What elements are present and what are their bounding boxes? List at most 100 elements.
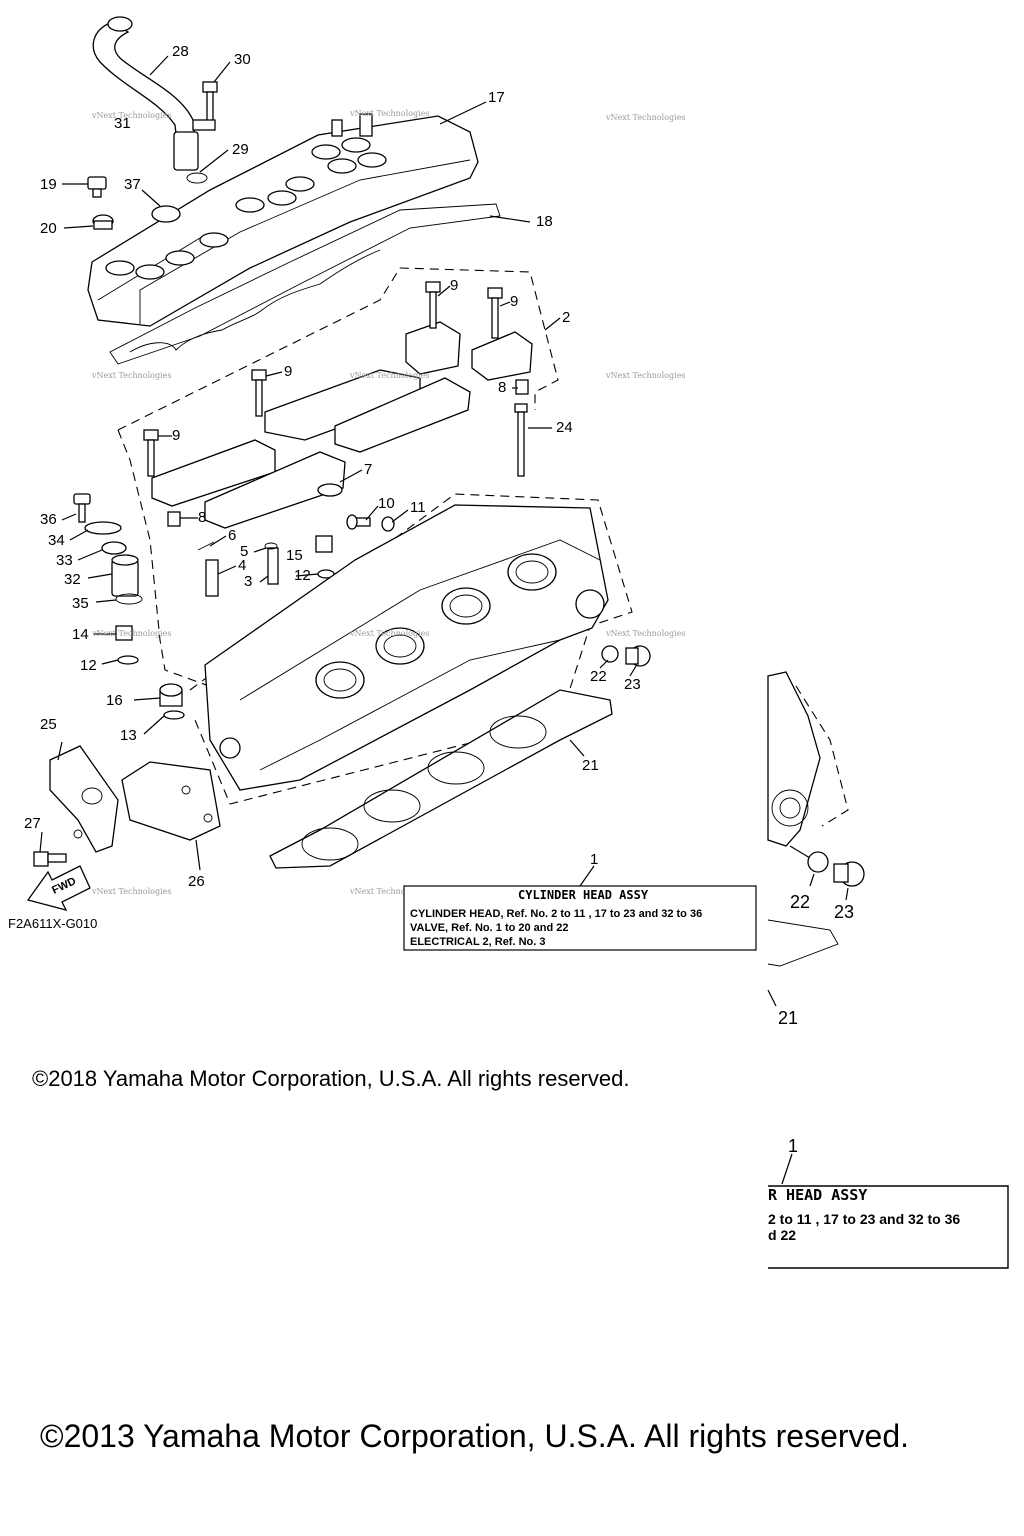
info-box-line3: ELECTRICAL 2, Ref. No. 3 bbox=[410, 936, 545, 948]
seal-33 bbox=[101, 541, 127, 555]
nut-14 bbox=[115, 625, 133, 641]
info-box-line1: CYLINDER HEAD, Ref. No. 2 to 11 , 17 to … bbox=[410, 908, 702, 920]
watermark-7: vNext Technologies bbox=[91, 629, 171, 638]
callout-2: 2 bbox=[562, 309, 570, 326]
callout-3: 3 bbox=[244, 573, 252, 590]
bolt-27 bbox=[33, 851, 67, 867]
watermark-2: vNext Technologies bbox=[349, 109, 429, 118]
drawing-code: F2A611X-G010 bbox=[8, 916, 97, 931]
washer-11 bbox=[381, 516, 395, 532]
zoom-callout-21: 21 bbox=[778, 1008, 798, 1028]
callout-33: 33 bbox=[56, 552, 73, 569]
callout-4: 4 bbox=[238, 557, 246, 574]
fwd-arrow: FWD bbox=[26, 865, 91, 911]
callout-8a: 8 bbox=[498, 379, 506, 396]
callout-28: 28 bbox=[172, 43, 189, 60]
callout-21: 21 bbox=[582, 757, 599, 774]
zoom-crop-box: 1 R HEAD ASSY 2 to 11 , 17 to 23 and 32 … bbox=[768, 1136, 1009, 1269]
callout-9d: 9 bbox=[172, 427, 180, 444]
cylinder-head-cover bbox=[87, 113, 479, 327]
callout-13: 13 bbox=[120, 727, 137, 744]
callout-31: 31 bbox=[114, 115, 131, 132]
plug-23 bbox=[625, 645, 651, 667]
bracket-25 bbox=[49, 745, 119, 853]
bolt-36 bbox=[73, 493, 91, 523]
callout-23: 23 bbox=[624, 676, 641, 693]
info-box-line2: VALVE, Ref. No. 1 to 20 and 22 bbox=[410, 922, 569, 934]
camshaft-cap-middle bbox=[264, 369, 471, 453]
callout-7: 7 bbox=[364, 461, 372, 478]
group-2-boundary bbox=[117, 267, 559, 431]
cover-gasket bbox=[109, 203, 501, 365]
zoom-crop-mid: 22 23 21 bbox=[767, 671, 865, 1028]
callout-22: 22 bbox=[590, 668, 607, 685]
zoom-plug-23 bbox=[833, 861, 865, 887]
zoom-callout-1: 1 bbox=[788, 1136, 798, 1156]
callout-11: 11 bbox=[410, 499, 426, 516]
camshaft-cap-lower bbox=[151, 439, 346, 529]
stud-24 bbox=[514, 403, 528, 477]
washer-13 bbox=[163, 710, 185, 720]
callout-1: 1 bbox=[590, 851, 598, 868]
intake-ports bbox=[315, 553, 557, 699]
bolt-10 bbox=[346, 514, 371, 530]
callout-32: 32 bbox=[64, 571, 81, 588]
callout-6: 6 bbox=[228, 527, 236, 544]
watermark-9: vNext Technologies bbox=[605, 629, 685, 638]
callout-27: 27 bbox=[24, 815, 41, 832]
copyright-2018: ©2018 Yamaha Motor Corporation, U.S.A. A… bbox=[32, 1066, 630, 1091]
cover-holes bbox=[105, 137, 387, 280]
callout-16: 16 bbox=[106, 692, 123, 709]
callout-36: 36 bbox=[40, 511, 57, 528]
cap-bolts-9 bbox=[143, 281, 503, 477]
bolt-30 bbox=[192, 81, 218, 131]
camshaft-cap-upper bbox=[405, 321, 533, 395]
washer-34 bbox=[84, 521, 122, 535]
washer-12 bbox=[117, 655, 139, 665]
watermark-4: vNext Technologies bbox=[91, 371, 171, 380]
cylinder-head bbox=[204, 504, 609, 791]
watermark-1: vNext Technologies bbox=[91, 111, 171, 120]
watermark-11: vNext Technologies bbox=[349, 887, 429, 896]
seal-5 bbox=[264, 542, 278, 550]
callout-19: 19 bbox=[40, 176, 57, 193]
group-2-boundary-left bbox=[117, 429, 221, 691]
callout-29: 29 bbox=[232, 141, 249, 158]
zoom-callout-22: 22 bbox=[790, 892, 810, 912]
breather-hose bbox=[92, 16, 208, 184]
callout-12a: 12 bbox=[294, 567, 311, 584]
grommet-bolt-19 bbox=[87, 176, 107, 198]
cap-nut-16 bbox=[159, 683, 183, 707]
callout-30: 30 bbox=[234, 51, 251, 68]
callout-17: 17 bbox=[488, 89, 505, 106]
callout-14: 14 bbox=[72, 626, 89, 643]
zoom-box-line1: 2 to 11 , 17 to 23 and 32 to 36 bbox=[768, 1211, 960, 1227]
info-box: CYLINDER HEAD ASSY CYLINDER HEAD, Ref. N… bbox=[403, 885, 757, 951]
zoom-box-line2: d 22 bbox=[768, 1227, 796, 1243]
callout-10: 10 bbox=[378, 495, 395, 512]
valve-guide-3 bbox=[267, 547, 279, 585]
callout-12b: 12 bbox=[80, 657, 97, 674]
callout-18: 18 bbox=[536, 213, 553, 230]
callout-9b: 9 bbox=[510, 293, 518, 310]
cap-37 bbox=[151, 205, 181, 223]
watermark-6: vNext Technologies bbox=[605, 371, 685, 380]
pin-6 bbox=[197, 541, 215, 551]
zoom-callout-23: 23 bbox=[834, 902, 854, 922]
cap-7 bbox=[317, 483, 343, 497]
callout-9a: 9 bbox=[450, 277, 458, 294]
nut-15 bbox=[315, 535, 333, 553]
callout-9c: 9 bbox=[284, 363, 292, 380]
zoom-box-title: R HEAD ASSY bbox=[768, 1186, 867, 1204]
bracket-26 bbox=[121, 761, 221, 841]
callout-34: 34 bbox=[48, 532, 65, 549]
callout-37: 37 bbox=[124, 176, 141, 193]
head-gasket bbox=[269, 689, 613, 869]
callout-26: 26 bbox=[188, 873, 205, 890]
callout-24: 24 bbox=[556, 419, 573, 436]
callout-25: 25 bbox=[40, 716, 57, 733]
info-box-title: CYLINDER HEAD ASSY bbox=[518, 888, 649, 902]
callout-8b: 8 bbox=[198, 509, 206, 526]
grommet-20 bbox=[92, 214, 114, 230]
